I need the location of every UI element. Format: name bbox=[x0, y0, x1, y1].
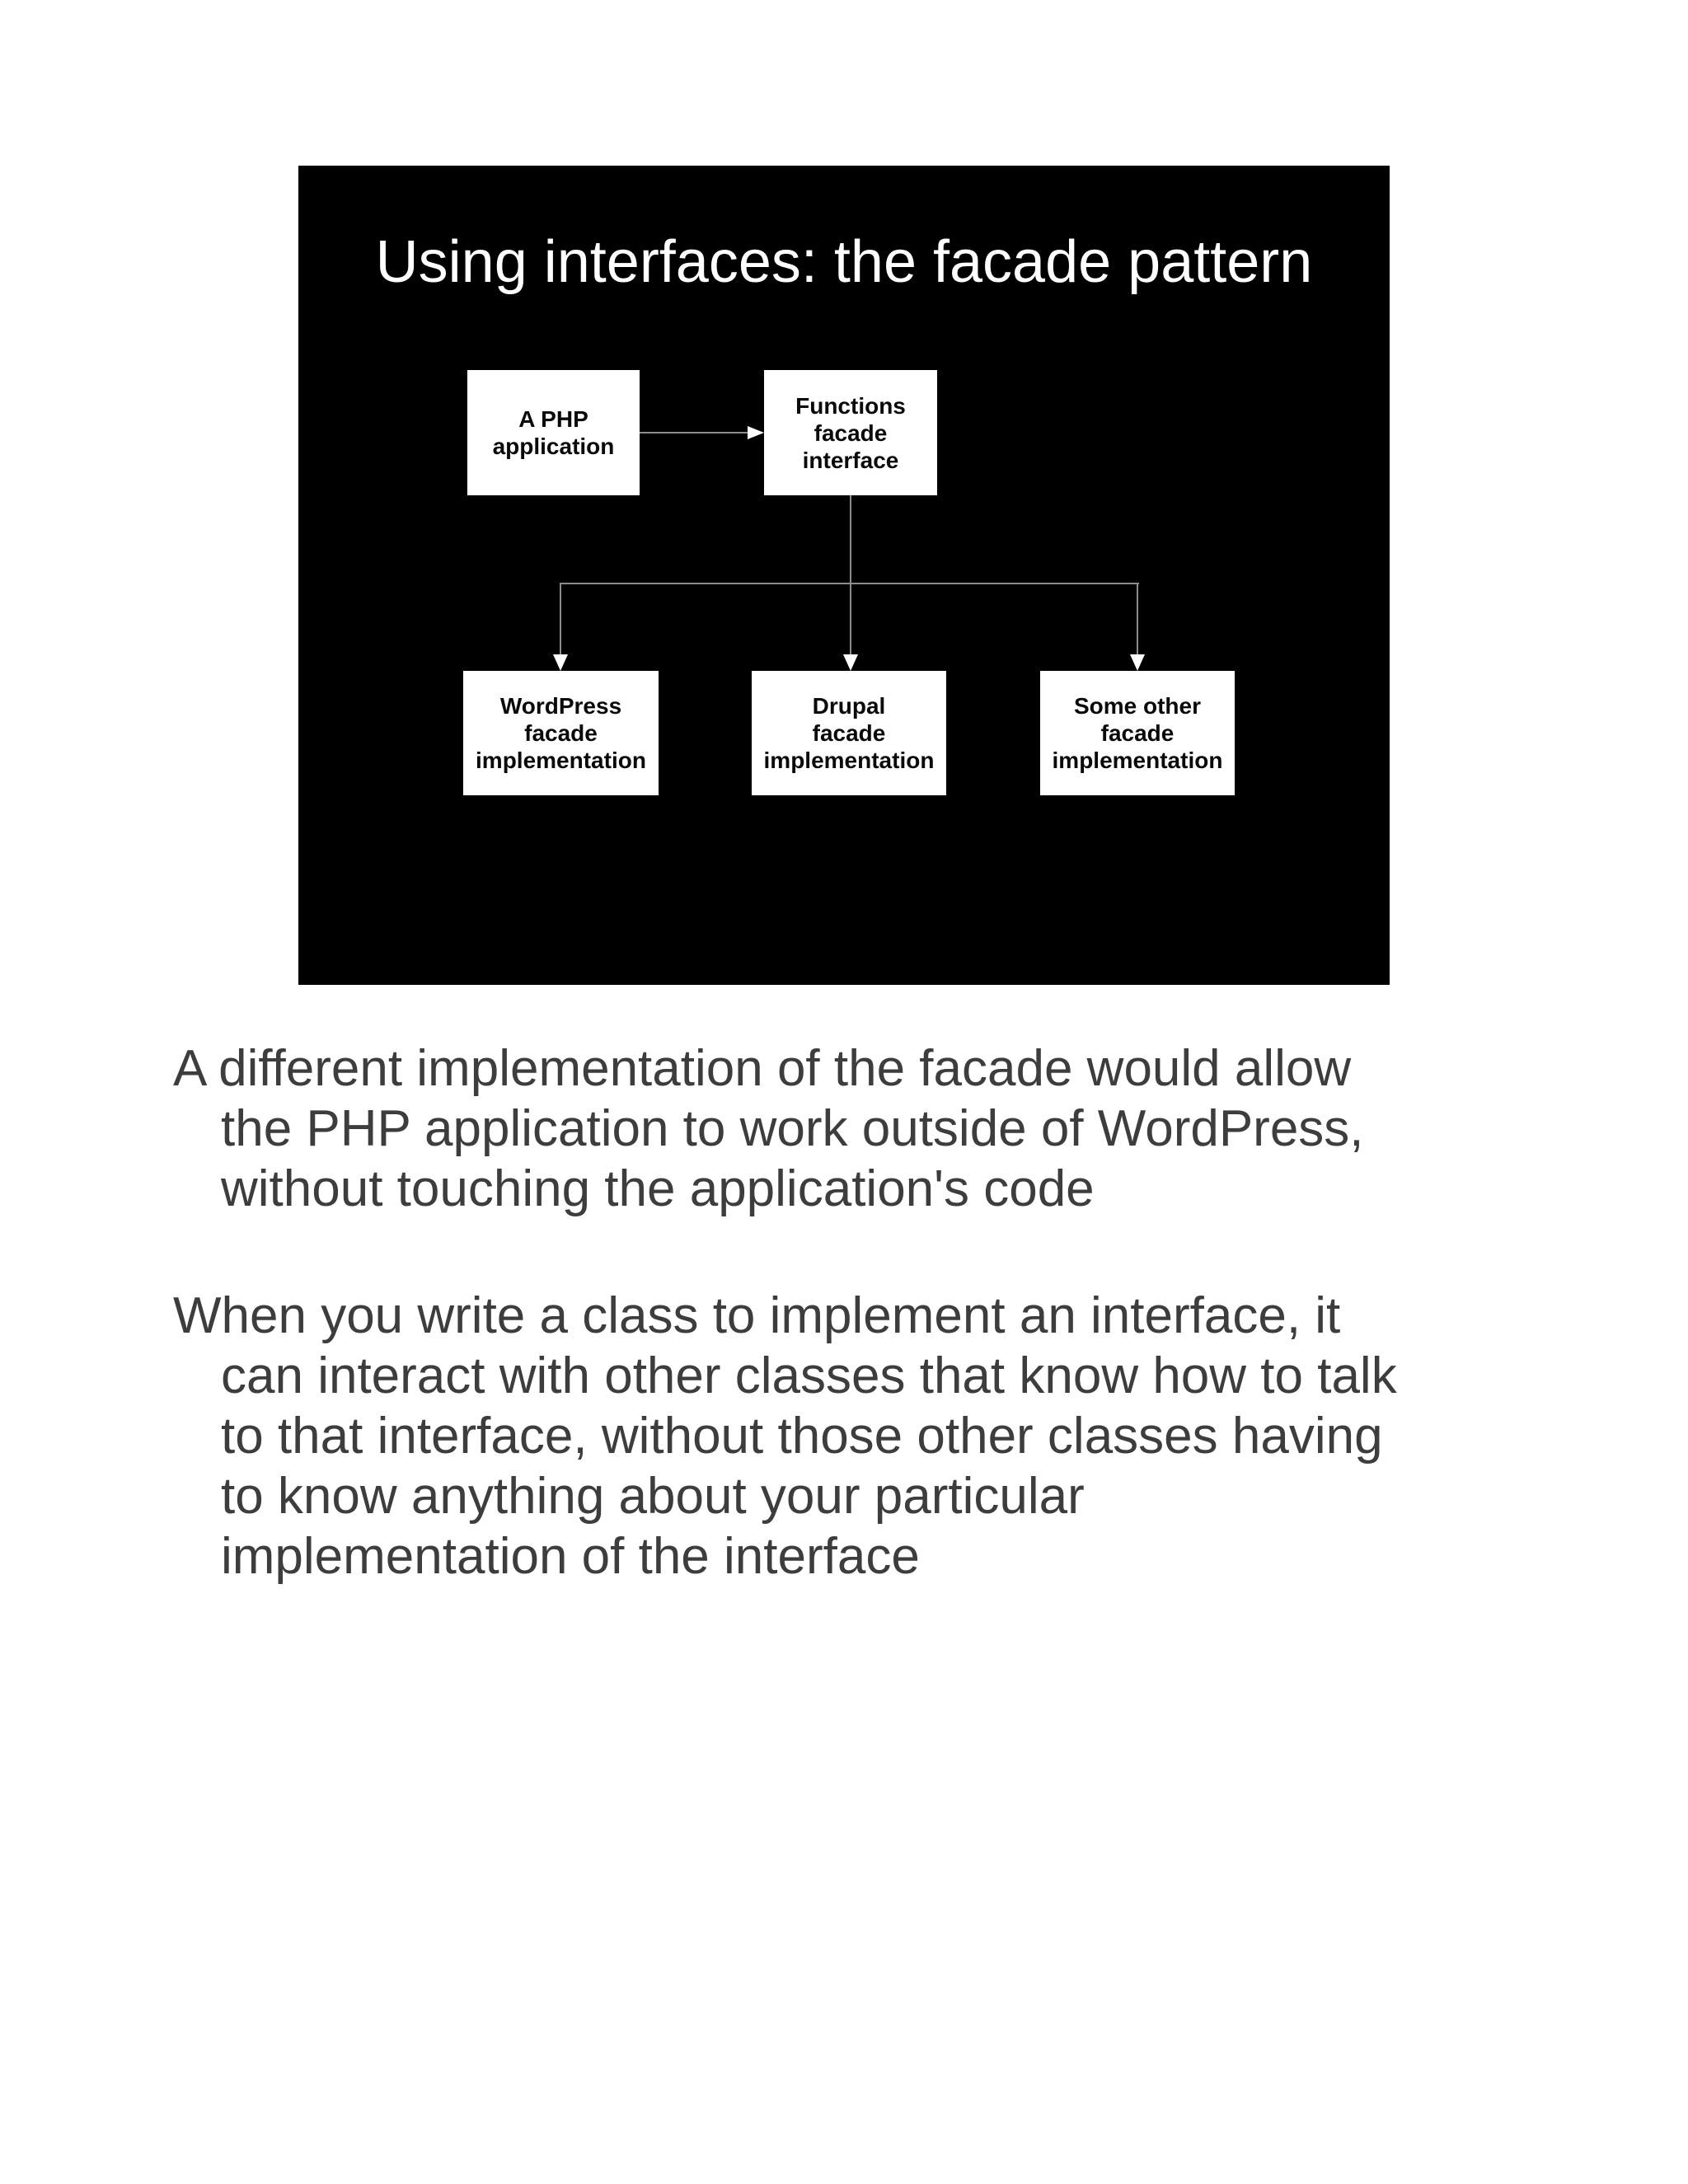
node-php-application: A PHP application bbox=[467, 370, 640, 495]
connector-drop-drupal bbox=[850, 583, 851, 655]
node-wordpress-facade-implementation: WordPress facade implementation bbox=[463, 671, 659, 795]
arrowhead-down-drupal-icon bbox=[843, 654, 858, 671]
connector-functions-stub bbox=[850, 495, 851, 584]
slide-title: Using interfaces: the facade pattern bbox=[375, 229, 1313, 295]
arrowhead-right-icon bbox=[748, 426, 764, 439]
node-functions-facade-interface: Functions facade interface bbox=[764, 370, 937, 495]
connector-drop-wordpress bbox=[560, 583, 561, 655]
paragraph-interface-explanation: When you write a class to implement an i… bbox=[173, 1287, 1397, 1585]
connector-drop-some-other bbox=[1137, 583, 1138, 655]
node-some-other-facade-implementation: Some other facade implementation bbox=[1040, 671, 1235, 795]
arrowhead-down-wordpress-icon bbox=[553, 654, 568, 671]
arrowhead-down-some-other-icon bbox=[1130, 654, 1145, 671]
paragraph-facade-benefit: A different implementation of the facade… bbox=[173, 1040, 1364, 1217]
slide-panel: Using interfaces: the facade pattern A P… bbox=[298, 166, 1390, 985]
connector-app-to-functions bbox=[640, 432, 750, 434]
connector-tree-horizontal bbox=[560, 583, 1139, 584]
node-drupal-facade-implementation: Drupal facade implementation bbox=[752, 671, 946, 795]
